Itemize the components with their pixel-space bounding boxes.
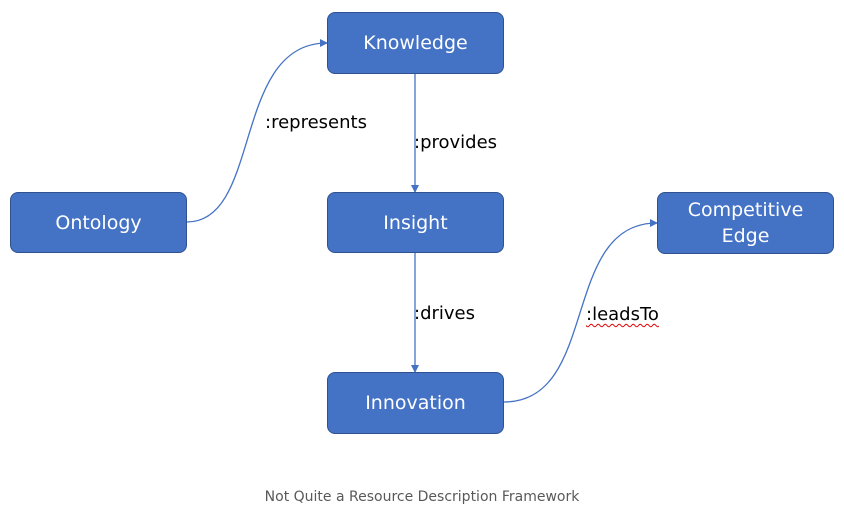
edge-label-drives: :drives [414,303,475,324]
node-insight-label: Insight [383,211,448,234]
node-knowledge[interactable]: Knowledge [327,12,504,74]
edge-label-leadsto-text: :leadsTo [586,304,659,325]
edge-label-represents: :represents [265,112,367,133]
node-knowledge-label: Knowledge [363,32,468,54]
edge-label-leadsto: :leadsTo [586,304,659,325]
node-competitive-edge-label: Competitive Edge [687,199,804,247]
node-ontology[interactable]: Ontology [10,192,187,253]
node-innovation-label: Innovation [365,392,466,414]
edge-label-provides-text: :provides [414,132,498,153]
node-competitive-edge[interactable]: Competitive Edge [657,192,834,254]
edge-label-provides: :provides [414,132,497,153]
figure-caption: Not Quite a Resource Description Framewo… [264,489,580,505]
node-insight[interactable]: Insight [327,192,504,253]
edge-label-represents-text: :represents [265,112,367,133]
node-innovation[interactable]: Innovation [327,372,504,434]
node-ontology-label: Ontology [55,211,142,234]
edge-label-drives-text: :drives [414,303,475,324]
